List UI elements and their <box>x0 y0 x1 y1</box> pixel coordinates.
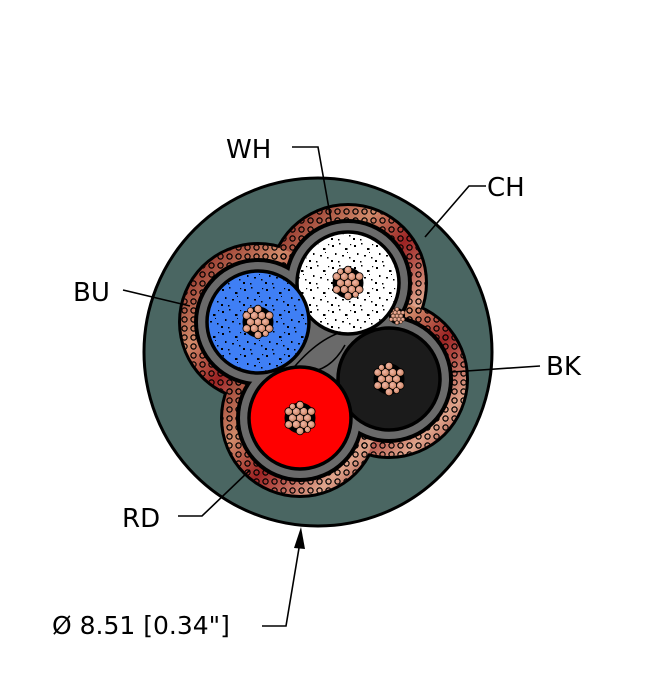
leader-rd <box>178 469 251 517</box>
label-bk: BK <box>546 352 582 382</box>
leader-bu <box>122 289 191 307</box>
leader-wh <box>292 146 332 221</box>
leader-bk <box>451 365 541 373</box>
conductor-wh <box>295 230 401 336</box>
conductor-rd <box>247 365 353 471</box>
diameter-label: Ø 8.51 [0.34"] <box>52 611 230 640</box>
label-rd: RD <box>122 504 160 534</box>
conductor-bk <box>336 326 442 432</box>
label-wh: WH <box>226 135 271 165</box>
conductor-bu <box>205 269 311 375</box>
label-ch: CH <box>487 173 525 203</box>
leader-ch <box>424 185 486 238</box>
diameter-dimension-arrow <box>262 527 305 627</box>
label-bu: BU <box>73 278 110 308</box>
